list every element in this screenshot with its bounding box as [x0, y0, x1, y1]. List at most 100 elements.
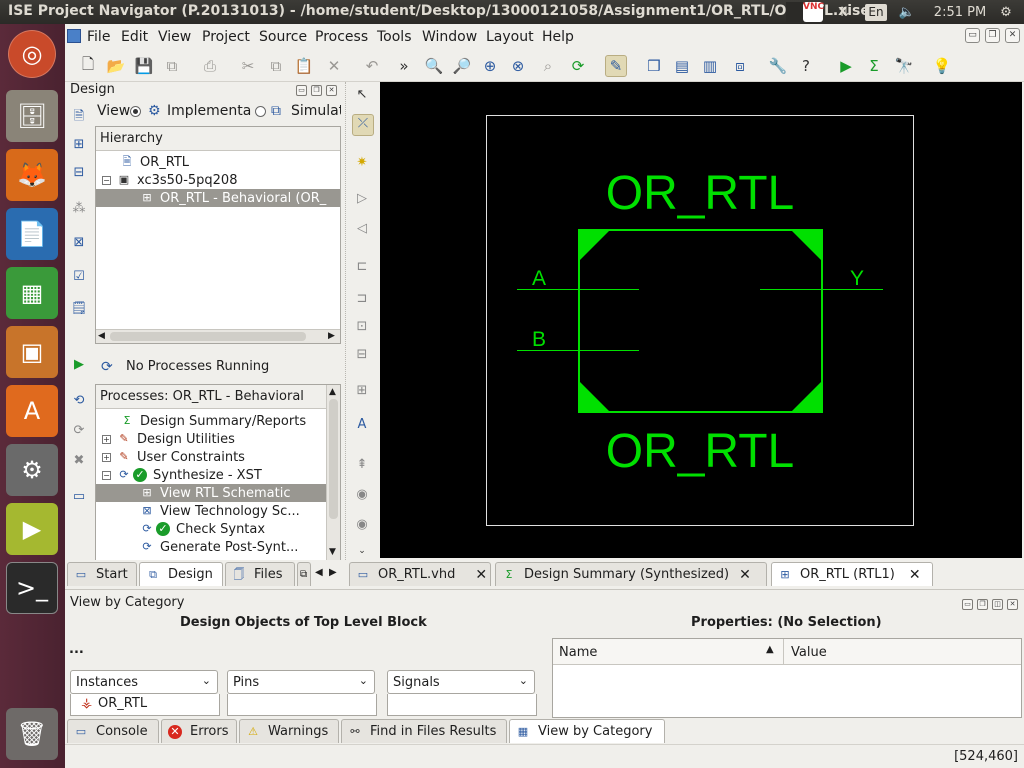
more-tools-icon[interactable]: ⌄ — [358, 546, 366, 556]
text-tool-icon[interactable]: A — [357, 417, 367, 432]
calc-icon[interactable]: ▦ — [6, 267, 58, 319]
instances-combo[interactable]: Instances⌄ — [70, 670, 218, 694]
scroll-up-icon[interactable]: ▲ — [329, 387, 336, 397]
undo-icon[interactable]: ↶ — [365, 57, 379, 75]
run-process-icon[interactable]: ▶ — [74, 357, 84, 372]
cascade-windows-icon[interactable]: ❒ — [647, 57, 661, 75]
radio-implementation[interactable] — [130, 106, 141, 117]
writer-icon[interactable]: 📄 — [6, 208, 58, 260]
tab-scroll-left-icon[interactable]: ◀ — [315, 567, 323, 578]
hierarchy-icon[interactable]: ⁂ — [72, 201, 86, 216]
zoom-fit-icon[interactable]: ⊕ — [483, 57, 497, 75]
wire-tool-icon[interactable]: ⤫ — [352, 114, 374, 136]
scroll-down-icon[interactable]: ▼ — [329, 547, 336, 557]
add-source-icon[interactable]: 🗎 — [73, 109, 85, 124]
doc-icon[interactable]: 🗒 — [70, 301, 88, 316]
tree-item-project[interactable]: 🗎 OR_RTL — [120, 153, 189, 171]
history-forward-icon[interactable]: ◉ — [356, 517, 368, 532]
schematic-canvas[interactable]: OR_RTL OR_RTL A B Y — [380, 82, 1022, 558]
lightbulb-icon[interactable]: 💡 — [932, 57, 952, 75]
float-window-icon[interactable]: ⧈ — [735, 57, 745, 75]
menu-project[interactable]: Project — [202, 29, 250, 45]
add-copy-icon[interactable]: ⊞ — [73, 137, 85, 152]
instance-item[interactable]: ⚶ OR_RTL — [81, 696, 148, 711]
zoom-selection-icon[interactable]: ⌕ — [543, 57, 553, 75]
zoom-out-icon[interactable]: 🔎 — [452, 57, 472, 75]
process-check-syntax[interactable]: ⟳ ✓ Check Syntax — [140, 520, 265, 538]
impress-icon[interactable]: ▣ — [6, 326, 58, 378]
open-folder-icon[interactable]: 📂 — [106, 57, 126, 75]
process-synthesize[interactable]: − ⟳ ✓ Synthesize - XST — [102, 467, 262, 483]
menu-process[interactable]: Process — [315, 29, 369, 45]
forward-icon[interactable]: ▷ — [357, 191, 367, 206]
tree-item-module[interactable]: ⊞ OR_RTL - Behavioral (OR_ — [96, 189, 340, 207]
tab-errors[interactable]: ✕Errors — [161, 719, 237, 743]
app-menu-icon[interactable] — [67, 29, 81, 43]
remove-source-icon[interactable]: ⊠ — [73, 235, 85, 250]
telescope-icon[interactable]: 🔭 — [894, 57, 914, 75]
processes-vscrollbar[interactable]: ▲ ▼ — [326, 385, 340, 561]
tile-vertical-icon[interactable]: ▥ — [702, 57, 718, 75]
push-into-icon[interactable]: ⊏ — [356, 259, 368, 274]
help-context-icon[interactable]: ? — [802, 57, 810, 75]
menu-file[interactable]: File — [87, 29, 111, 45]
vertical-splitter[interactable] — [345, 82, 349, 560]
pins-combo[interactable]: Pins⌄ — [227, 670, 375, 694]
software-center-icon[interactable]: A — [6, 385, 58, 437]
source-props-icon[interactable]: ☑ — [73, 269, 85, 284]
minimize-button[interactable]: ▭ — [965, 28, 980, 43]
signals-combo[interactable]: Signals⌄ — [387, 670, 535, 694]
collapse-schematic-icon[interactable]: ⊟ — [356, 347, 368, 362]
run-icon[interactable]: ▶ — [840, 57, 852, 75]
process-view-technology[interactable]: ⊠ View Technology Sc... — [140, 502, 299, 520]
tab-close-icon[interactable]: ✕ — [739, 566, 751, 583]
select-arrow-icon[interactable]: ↖ — [356, 87, 368, 102]
expand-icon[interactable]: + — [102, 434, 111, 444]
trash-icon[interactable]: 🗑 — [6, 708, 58, 760]
firefox-icon[interactable]: 🦊 — [6, 149, 58, 201]
menu-window[interactable]: Window — [422, 29, 478, 45]
sort-asc-icon[interactable]: ▲ — [766, 644, 774, 655]
process-user-constraints[interactable]: + ✎ User Constraints — [102, 449, 245, 465]
clock[interactable]: 2:51 PM — [933, 4, 987, 20]
zoom-in-icon[interactable]: 🔍 — [424, 57, 444, 75]
sigma-summary-icon[interactable]: Σ — [869, 57, 879, 75]
panel-maximize-icon[interactable]: ◫ — [992, 599, 1003, 610]
menu-edit[interactable]: Edit — [121, 29, 149, 45]
toolbar-overflow-icon[interactable]: » — [399, 57, 409, 75]
save-icon[interactable]: 💾 — [134, 57, 154, 75]
tab-close-icon[interactable]: ✕ — [475, 566, 488, 583]
files-icon[interactable]: 🗄 — [6, 90, 58, 142]
tab-or-rtl-vhd[interactable]: ▭OR_RTL.vhd✕ — [349, 562, 491, 586]
ubuntu-dash-icon[interactable]: ◎ — [8, 30, 56, 78]
ellipsis-button[interactable]: ... — [69, 642, 84, 657]
panel-restore-icon[interactable]: ❐ — [977, 599, 988, 610]
menu-tools[interactable]: Tools — [377, 29, 412, 45]
menu-view[interactable]: View — [158, 29, 192, 45]
process-design-summary[interactable]: Σ Design Summary/Reports — [120, 412, 307, 430]
select-tool-icon[interactable]: ✎ — [605, 55, 627, 77]
or-gate-block[interactable] — [578, 229, 823, 413]
panel-close-icon[interactable]: ✕ — [326, 85, 337, 96]
keyboard-layout[interactable]: En — [864, 2, 888, 22]
tab-start[interactable]: ▭Start — [67, 562, 137, 586]
tab-scroll-right-icon[interactable]: ▶ — [329, 567, 337, 578]
mark-icon[interactable]: ⊞ — [356, 383, 368, 398]
stop-icon[interactable]: ✖ — [73, 453, 85, 468]
ise-app-icon[interactable]: ▶ — [6, 503, 58, 555]
history-back-icon[interactable]: ◉ — [356, 487, 368, 502]
save-all-icon[interactable]: ⧉ — [166, 57, 178, 75]
terminal-icon[interactable]: >_ — [6, 562, 58, 614]
copy-icon[interactable]: ⧉ — [270, 57, 282, 75]
radio-simulation[interactable] — [255, 106, 266, 117]
col-value-header[interactable]: Value — [791, 645, 827, 660]
system-settings-icon[interactable]: ⚙ — [6, 444, 58, 496]
zoom-area-icon[interactable]: ⊗ — [511, 57, 525, 75]
tab-rtl-schematic[interactable]: ⊞OR_RTL (RTL1)✕ — [771, 562, 933, 586]
menu-source[interactable]: Source — [259, 29, 308, 45]
power-gear-icon[interactable]: ⚙ — [1000, 4, 1012, 20]
tab-warnings[interactable]: ⚠Warnings — [239, 719, 339, 743]
scroll-thumb[interactable] — [329, 399, 338, 519]
new-file-icon[interactable]: 🗋 — [81, 54, 95, 73]
